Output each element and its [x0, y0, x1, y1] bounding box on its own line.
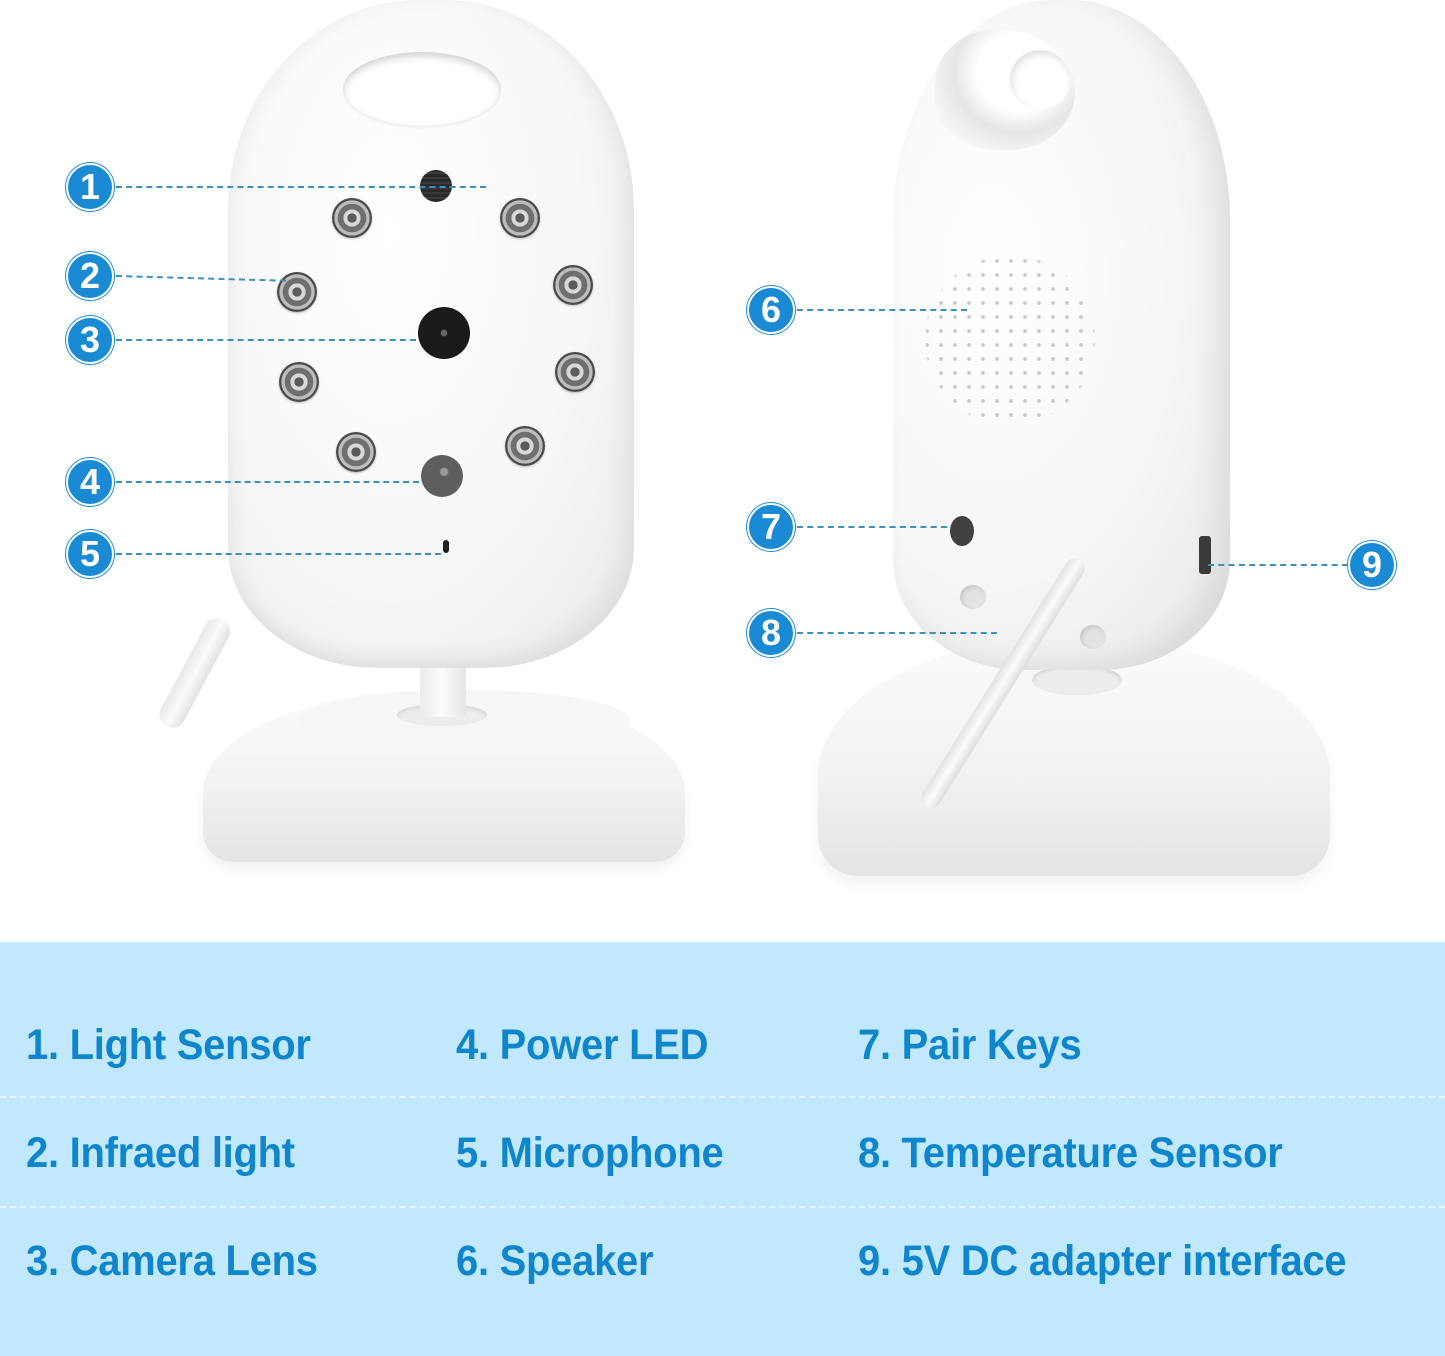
callout-6: 6: [747, 286, 967, 334]
camera-lens-icon: [418, 307, 470, 359]
legend-item: 3. Camera Lens: [26, 1237, 318, 1285]
callout-9: 9: [1208, 541, 1400, 589]
legend-item: 5. Microphone: [456, 1129, 724, 1177]
callout-leader: [116, 481, 419, 483]
foot-icon: [1080, 625, 1106, 649]
legend-item: 2. Infraed light: [26, 1129, 295, 1177]
callout-badge: 9: [1348, 541, 1396, 589]
callout-leader: [116, 186, 486, 188]
legend-divider: [0, 1206, 1445, 1208]
callout-7: 7: [747, 503, 957, 551]
callout-2: 2: [66, 252, 286, 300]
callout-badge: 2: [66, 252, 114, 300]
front-cable: [155, 613, 235, 733]
infrared-led-icon: [500, 198, 540, 238]
foot-icon: [960, 585, 986, 609]
legend-item: 4. Power LED: [456, 1021, 709, 1069]
legend-item: 9. 5V DC adapter interface: [858, 1237, 1347, 1285]
legend-item: 1. Light Sensor: [26, 1021, 311, 1069]
legend-panel: 1. Light Sensor 2. Infraed light 3. Came…: [0, 942, 1445, 1356]
callout-leader: [116, 553, 441, 555]
infrared-led-icon: [279, 362, 319, 402]
back-handle-hole: [1010, 50, 1070, 110]
pair-key-icon: [950, 516, 974, 546]
infrared-led-icon: [336, 432, 376, 472]
callout-8: 8: [747, 609, 1007, 657]
callout-badge: 3: [66, 316, 114, 364]
callout-badge: 1: [66, 163, 114, 211]
legend-divider: [0, 1096, 1445, 1098]
callout-3: 3: [66, 316, 426, 364]
callout-5: 5: [66, 530, 446, 578]
legend-item: 8. Temperature Sensor: [858, 1129, 1283, 1177]
callout-1: 1: [66, 163, 486, 211]
callout-badge: 5: [66, 530, 114, 578]
callout-4: 4: [66, 458, 426, 506]
front-handle-hole: [343, 52, 501, 126]
power-led-icon: [421, 455, 463, 497]
callout-leader: [797, 632, 997, 634]
legend-item: 7. Pair Keys: [858, 1021, 1082, 1069]
infrared-led-icon: [555, 352, 595, 392]
product-illustration: 1 2 3 4 5 6 7 8 9: [66, 0, 1400, 876]
microphone-icon: [443, 540, 449, 553]
back-pivot: [1032, 665, 1122, 695]
callout-leader: [115, 275, 286, 282]
callout-badge: 7: [747, 503, 795, 551]
callout-badge: 6: [747, 286, 795, 334]
infrared-led-icon: [553, 265, 593, 305]
callout-leader: [797, 526, 947, 528]
infrared-led-icon: [332, 198, 372, 238]
callout-leader: [116, 339, 416, 341]
speaker-grille-icon: [920, 240, 1100, 440]
infrared-led-icon: [277, 272, 317, 312]
legend-item: 6. Speaker: [456, 1237, 654, 1285]
infrared-led-icon: [505, 426, 545, 466]
callout-leader: [797, 309, 967, 311]
callout-leader: [1208, 564, 1348, 566]
callout-badge: 4: [66, 458, 114, 506]
callout-badge: 8: [747, 609, 795, 657]
